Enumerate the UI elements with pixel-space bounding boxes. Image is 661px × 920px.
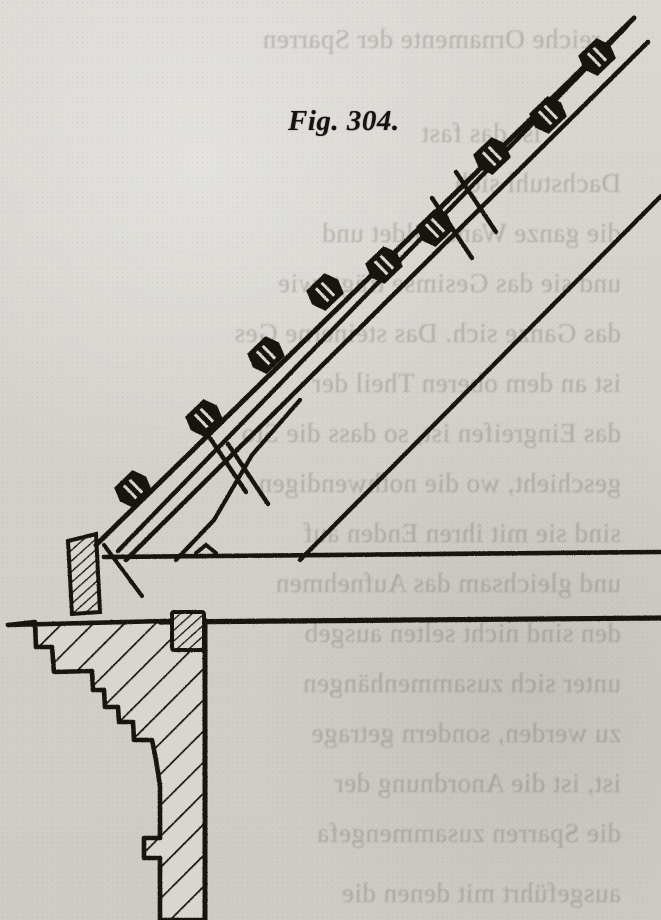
batten-cleat	[247, 336, 285, 374]
tapered-strut-taper	[173, 397, 303, 563]
batten-cleat	[416, 209, 454, 247]
leader-line	[102, 543, 144, 598]
rafter-upper-edge	[93, 15, 637, 548]
wall-plate-block	[170, 610, 206, 652]
batten-cleat	[473, 137, 511, 175]
ceiling-line-upper	[101, 549, 661, 560]
rafter-lower-edge	[123, 39, 651, 563]
batten-cleat	[365, 246, 403, 284]
batten-cleat	[306, 273, 344, 311]
wall-strap	[65, 531, 103, 617]
batten-cleat	[114, 470, 152, 508]
secondary-beam	[297, 193, 661, 563]
figure-caption: Fig. 304.	[288, 105, 400, 137]
ceiling-line-lower	[157, 615, 661, 625]
batten-cleat	[529, 96, 567, 134]
batten-cleat	[185, 399, 223, 437]
purlin-tie	[203, 429, 271, 507]
batten-cleat	[578, 38, 616, 76]
masonry-wall	[5, 617, 208, 920]
